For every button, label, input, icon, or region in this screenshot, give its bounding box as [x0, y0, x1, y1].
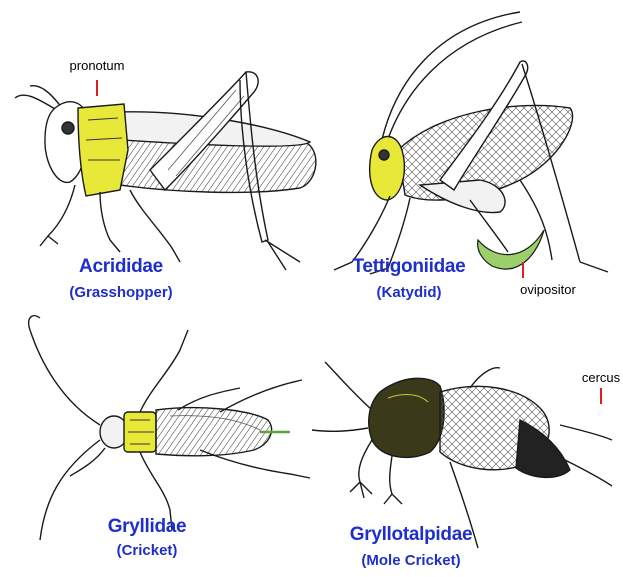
cricket-illustration [29, 316, 310, 540]
ovipositor-label: ovipositor [520, 282, 576, 297]
common-label-katydid: (Katydid) [377, 284, 442, 301]
cercus-label: cercus [582, 370, 620, 385]
common-label-grasshopper: (Grasshopper) [69, 284, 172, 301]
common-label-mole-cricket: (Mole Cricket) [361, 552, 460, 569]
mole-cricket-illustration [312, 362, 612, 548]
family-label-acrididae: Acrididae [79, 256, 163, 278]
ovipositor-shape [478, 230, 544, 269]
pronotum-label: pronotum [70, 58, 125, 73]
katydid-illustration [334, 12, 608, 274]
family-label-gryllotalpidae: Gryllotalpidae [350, 524, 473, 546]
family-label-tettigoniidae: Tettigoniidae [353, 256, 466, 278]
common-label-cricket: (Cricket) [117, 542, 178, 559]
family-label-gryllidae: Gryllidae [108, 516, 187, 538]
grasshopper-illustration [15, 72, 316, 270]
